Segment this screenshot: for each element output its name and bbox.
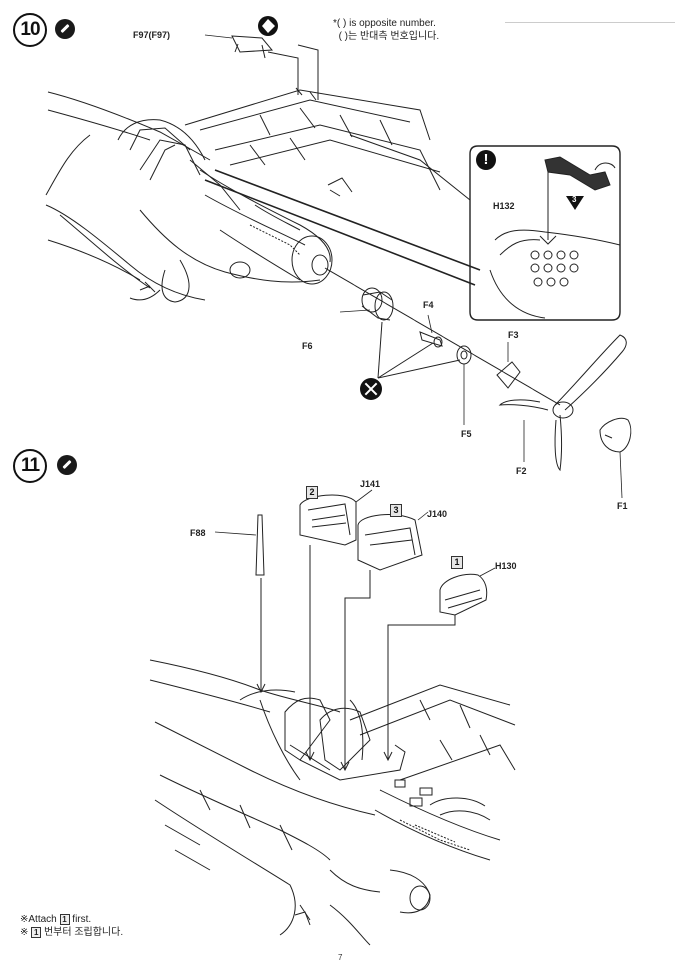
part-label-f4: F4 (423, 300, 434, 310)
part-label-h132: H132 (493, 201, 515, 211)
part-label-j140: J140 (427, 509, 448, 519)
caution-icon: ! (476, 150, 496, 170)
order-label-j140: 3 (390, 504, 402, 517)
glue-icon (55, 19, 75, 39)
glue-icon (57, 455, 77, 475)
part-label-f97: F97(F97) (133, 30, 171, 40)
order-label-h130: 1 (451, 556, 463, 569)
opposite-side-icon (258, 16, 278, 36)
order-label-j141: 2 (306, 486, 318, 499)
part-label-f1: F1 (617, 501, 628, 511)
part-label-j141: J141 (360, 479, 381, 489)
page-edge-mark (505, 8, 675, 23)
part-label-f6: F6 (302, 341, 313, 351)
part-label-f5: F5 (461, 429, 472, 439)
inset-mark-number: 3 (572, 195, 577, 204)
part-label-f3: F3 (508, 330, 519, 340)
attach-first-note: ※Attach 1 first. ※ 1 번부터 조립합니다. (20, 913, 124, 938)
step-11-number: 11 (13, 449, 47, 483)
step-10-number: 10 (13, 13, 47, 47)
part-label-f88: F88 (190, 528, 206, 538)
note-order-box-ko: 1 (31, 926, 42, 938)
part-label-h130: H130 (495, 561, 517, 571)
note-order-box: 1 (59, 913, 70, 925)
shield-mark-icon (566, 196, 584, 210)
part-label-f2: F2 (516, 466, 527, 476)
no-glue-icon (360, 378, 382, 400)
opposite-number-note: *( ) is opposite number. ( )는 반대측 번호입니다. (333, 18, 440, 42)
page-number: 7 (338, 953, 343, 962)
